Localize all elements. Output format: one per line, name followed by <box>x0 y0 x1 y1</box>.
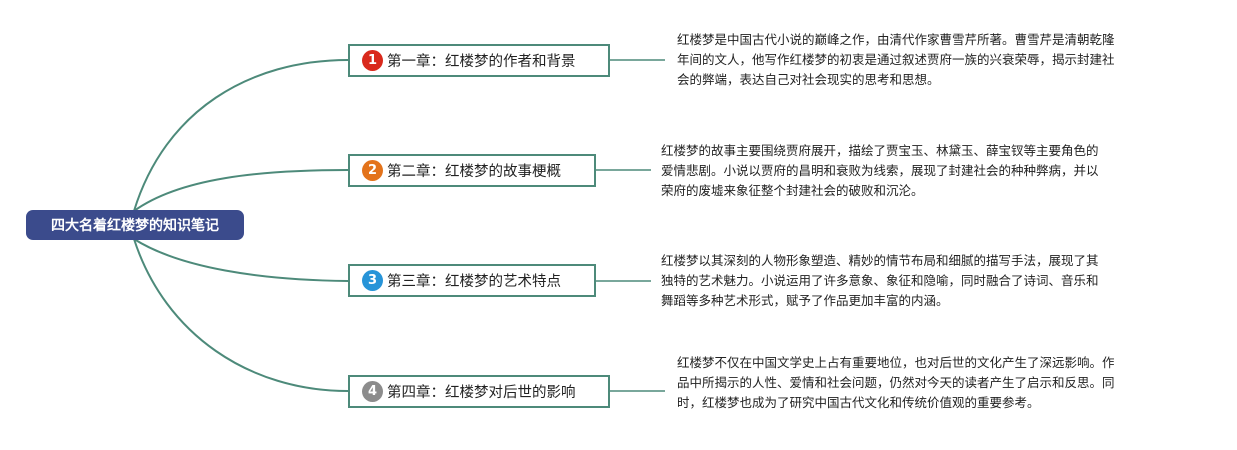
chapter-number-badge-3: 3 <box>362 270 383 291</box>
chapter-detail-1: 红楼梦是中国古代小说的巅峰之作，由清代作家曹雪芹所著。曹雪芹是清朝乾隆 年间的文… <box>677 30 1237 90</box>
detail-line: 品中所揭示的人性、爱情和社会问题，仍然对今天的读者产生了启示和反思。同 <box>677 375 1115 390</box>
detail-line: 红楼梦以其深刻的人物形象塑造、精妙的情节布局和细腻的描写手法，展现了其 <box>661 253 1099 268</box>
chapter-node-3[interactable]: 3 第三章：红楼梦的艺术特点 <box>348 264 596 297</box>
detail-line: 会的弊端，表达自己对社会现实的思考和思想。 <box>677 72 940 87</box>
branch-line-3 <box>133 238 349 282</box>
detail-line: 红楼梦的故事主要围绕贾府展开，描绘了贾宝玉、林黛玉、薛宝钗等主要角色的 <box>661 143 1099 158</box>
detail-line: 爱情悲剧。小说以贾府的昌明和衰败为线索，展现了封建社会的种种弊病，并以 <box>661 163 1099 178</box>
chapter-detail-2: 红楼梦的故事主要围绕贾府展开，描绘了贾宝玉、林黛玉、薛宝钗等主要角色的 爱情悲剧… <box>661 141 1221 201</box>
detail-line: 红楼梦不仅在中国文学史上占有重要地位，也对后世的文化产生了深远影响。作 <box>677 355 1115 370</box>
chapter-number-badge-4: 4 <box>362 381 383 402</box>
detail-line: 独特的艺术魅力。小说运用了许多意象、象征和隐喻，同时融合了诗词、音乐和 <box>661 273 1099 288</box>
chapter-label-1: 第一章：红楼梦的作者和背景 <box>387 54 576 70</box>
chapter-number-badge-1: 1 <box>362 50 383 71</box>
branch-line-2 <box>133 169 349 212</box>
detail-line: 荣府的废墟来象征整个封建社会的破败和沉沦。 <box>661 183 924 198</box>
detail-line: 舞蹈等多种艺术形式，赋予了作品更加丰富的内涵。 <box>661 293 949 308</box>
branch-line-1 <box>133 59 349 212</box>
chapter-node-1[interactable]: 1 第一章：红楼梦的作者和背景 <box>348 44 610 77</box>
root-title: 四大名着红楼梦的知识笔记 <box>51 218 219 234</box>
detail-line: 红楼梦是中国古代小说的巅峰之作，由清代作家曹雪芹所著。曹雪芹是清朝乾隆 <box>677 32 1115 47</box>
detail-line: 年间的文人，他写作红楼梦的初衷是通过叙述贾府一族的兴衰荣辱，揭示封建社 <box>677 52 1115 67</box>
chapter-node-4[interactable]: 4 第四章：红楼梦对后世的影响 <box>348 375 610 408</box>
chapter-detail-3: 红楼梦以其深刻的人物形象塑造、精妙的情节布局和细腻的描写手法，展现了其 独特的艺… <box>661 251 1221 311</box>
chapter-label-3: 第三章：红楼梦的艺术特点 <box>387 274 561 290</box>
chapter-node-2[interactable]: 2 第二章：红楼梦的故事梗概 <box>348 154 596 187</box>
chapter-label-4: 第四章：红楼梦对后世的影响 <box>387 385 576 401</box>
detail-line: 时，红楼梦也成为了研究中国古代文化和传统价值观的重要参考。 <box>677 395 1040 410</box>
chapter-label-2: 第二章：红楼梦的故事梗概 <box>387 164 561 180</box>
root-topic[interactable]: 四大名着红楼梦的知识笔记 <box>26 210 244 240</box>
branch-line-4 <box>133 238 349 392</box>
chapter-number-badge-2: 2 <box>362 160 383 181</box>
chapter-detail-4: 红楼梦不仅在中国文学史上占有重要地位，也对后世的文化产生了深远影响。作 品中所揭… <box>677 353 1237 413</box>
